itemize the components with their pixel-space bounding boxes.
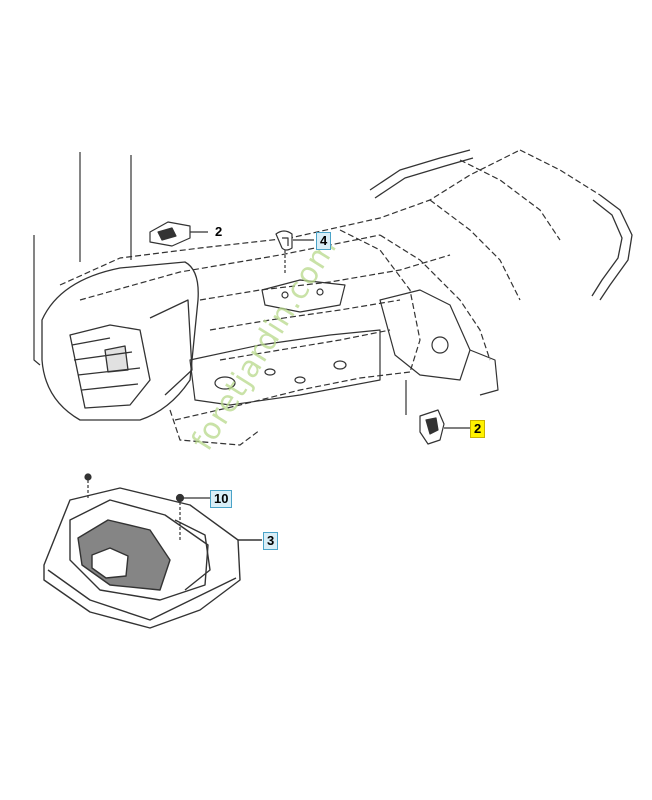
rear-assembly [379,289,499,396]
part-3-cover [43,487,262,629]
callout-3[interactable]: 3 [263,532,279,550]
frame-chassis [59,149,601,446]
handle-bar [369,149,633,301]
part-2-clip-top [149,221,208,247]
callout-4[interactable]: 4 [316,232,332,250]
seat-mount-plate [261,279,346,313]
part-2-clip-right [405,380,470,445]
callout-2-right[interactable]: 2 [470,420,486,438]
floor-panel [189,329,381,406]
callout-2-top[interactable]: 2 [215,224,223,239]
part-10-screw [84,473,210,540]
callout-10[interactable]: 10 [210,490,233,508]
background-part-edges [33,152,132,366]
part-4-cable-clip [275,230,314,275]
front-hood [41,261,199,421]
